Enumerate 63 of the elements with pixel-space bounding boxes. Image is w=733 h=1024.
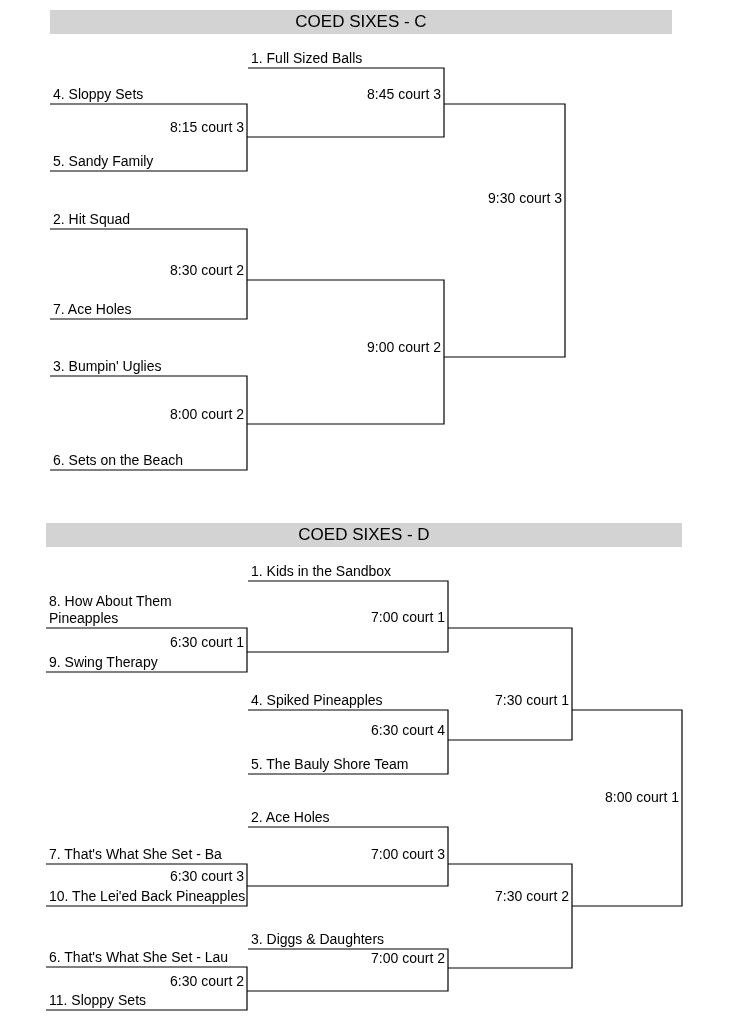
match-time-label: 8:15 court 3 [117,119,247,137]
bracket-line [443,103,566,231]
team-entry: 2. Hit Squad [50,211,247,229]
bracket-line [45,966,248,992]
match-time-label: 8:00 court 1 [552,789,682,808]
team-entry: 3. Bumpin' Uglies [50,358,247,376]
bracket-line [247,67,445,105]
bracket-line [49,103,248,138]
bracket-line [443,229,566,358]
bracket-line [447,709,573,741]
bracket-line [49,279,248,320]
match-time-label: 6:30 court 1 [117,634,247,652]
team-entry: 6. That's What She Set - Lau [46,949,247,967]
bracket-line [247,948,449,969]
bracket-line [571,807,683,907]
match-time-label: 8:30 court 2 [117,262,247,280]
team-entry: 4. Sloppy Sets [50,86,247,104]
bracket-line [571,709,683,809]
bracket-line [45,627,248,653]
bracket-line [246,627,449,653]
match-time-label: 8:00 court 2 [117,406,247,424]
match-time-label: 7:30 court 2 [442,888,572,906]
bracket-line [447,905,573,969]
match-time-label: 6:30 court 3 [117,868,247,886]
team-entry: 1. Kids in the Sandbox [248,563,448,581]
team-entry: 5. The Bauly Shore Team [248,756,448,774]
team-entry: 9. Swing Therapy [46,654,247,672]
match-time-label: 7:00 court 3 [318,846,448,864]
bracket-line [447,627,573,711]
bracket-line [246,863,449,887]
team-entry: 8. How About Them Pineapples [46,593,247,628]
bracket-line [49,136,248,172]
bracket-line [49,228,248,281]
bracket-title-band: COED SIXES - C [50,10,672,34]
bracket-line [246,356,445,425]
bracket-line [49,423,248,471]
team-entry: 6. Sets on the Beach [50,452,247,470]
bracket-title-band: COED SIXES - D [46,523,682,547]
team-entry: 5. Sandy Family [50,153,247,171]
bracket-line [45,863,248,887]
match-time-label: 7:00 court 1 [318,609,448,628]
match-time-label: 6:30 court 2 [117,973,247,991]
team-entry: 3. Diggs & Daughters [248,931,448,949]
team-entry: 1. Full Sized Balls [248,50,444,68]
match-time-label: 9:00 court 2 [314,339,444,357]
bracket-line [246,967,449,992]
bracket-line [247,709,449,741]
bracket-line [246,279,445,358]
bracket-line [246,103,445,138]
bracket-line [49,375,248,425]
team-entry: 10. The Lei'ed Back Pineapples [46,888,247,906]
team-entry: 11. Sloppy Sets [46,992,247,1010]
team-entry: 2. Ace Holes [248,809,448,827]
bracket-line [247,826,449,865]
match-time-label: 9:30 court 3 [435,190,565,230]
match-time-label: 6:30 court 4 [318,722,448,740]
bracket-line [247,580,449,629]
team-entry: 7. That's What She Set - Ba [46,846,247,864]
bracket-line [247,739,449,775]
match-time-label: 7:00 court 2 [318,950,448,968]
team-entry: 7. Ace Holes [50,301,247,319]
bracket-line [447,863,573,907]
match-time-label: 8:45 court 3 [314,86,444,104]
